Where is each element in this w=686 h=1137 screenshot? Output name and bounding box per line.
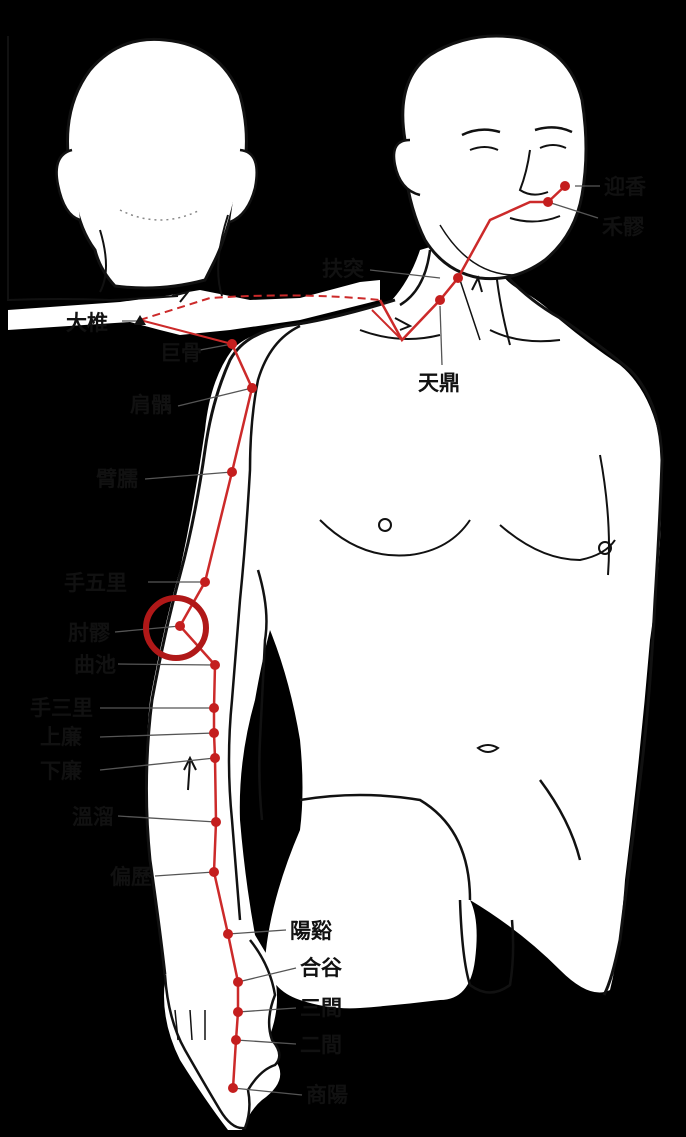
label-pianli: 偏歷 <box>110 864 152 889</box>
label-hegu: 合谷 <box>300 955 343 980</box>
point-sanjian <box>233 1007 243 1017</box>
point-tianding <box>435 295 445 305</box>
label-sanjian: 三間 <box>300 995 342 1020</box>
label-shanglian: 上廉 <box>40 724 82 749</box>
point-jugu <box>227 339 237 349</box>
label-jugu: 巨骨 <box>160 340 202 365</box>
point-wenliu <box>211 817 221 827</box>
point-futu <box>453 273 463 283</box>
point-erjian <box>231 1035 241 1045</box>
point-hegu <box>233 977 243 987</box>
label-jianyu: 肩髃 <box>130 392 172 417</box>
label-heliao: 禾髎 <box>602 214 644 239</box>
point-heliao <box>543 197 553 207</box>
point-shanglian <box>209 728 219 738</box>
point-xialian <box>210 753 220 763</box>
label-zhouliao: 肘髎 <box>68 620 110 645</box>
label-xialian: 下廉 <box>40 758 82 783</box>
point-quchi <box>210 660 220 670</box>
point-zhouliao <box>175 621 185 631</box>
label-shousanli: 手三里 <box>30 695 93 720</box>
label-dazhui: 大椎 <box>66 310 108 335</box>
point-yangxi <box>223 929 233 939</box>
label-binao: 臂臑 <box>96 466 138 491</box>
label-yingxiang: 迎香 <box>604 174 647 199</box>
point-shangyang <box>228 1083 238 1093</box>
label-shouwuli: 手五里 <box>64 570 127 595</box>
label-quchi: 曲池 <box>74 652 116 677</box>
point-binao <box>227 467 237 477</box>
label-futu: 扶突 <box>322 256 364 281</box>
point-shouwuli <box>200 577 210 587</box>
point-shousanli <box>209 703 219 713</box>
point-pianli <box>209 867 219 877</box>
point-jianyu <box>247 383 257 393</box>
label-wenliu: 溫溜 <box>72 804 114 829</box>
point-yingxiang <box>560 181 570 191</box>
label-tianding: 天鼎 <box>418 370 460 395</box>
label-yangxi: 陽谿 <box>290 918 333 943</box>
label-shangyang: 商陽 <box>306 1082 348 1107</box>
label-erjian: 二間 <box>300 1032 342 1057</box>
